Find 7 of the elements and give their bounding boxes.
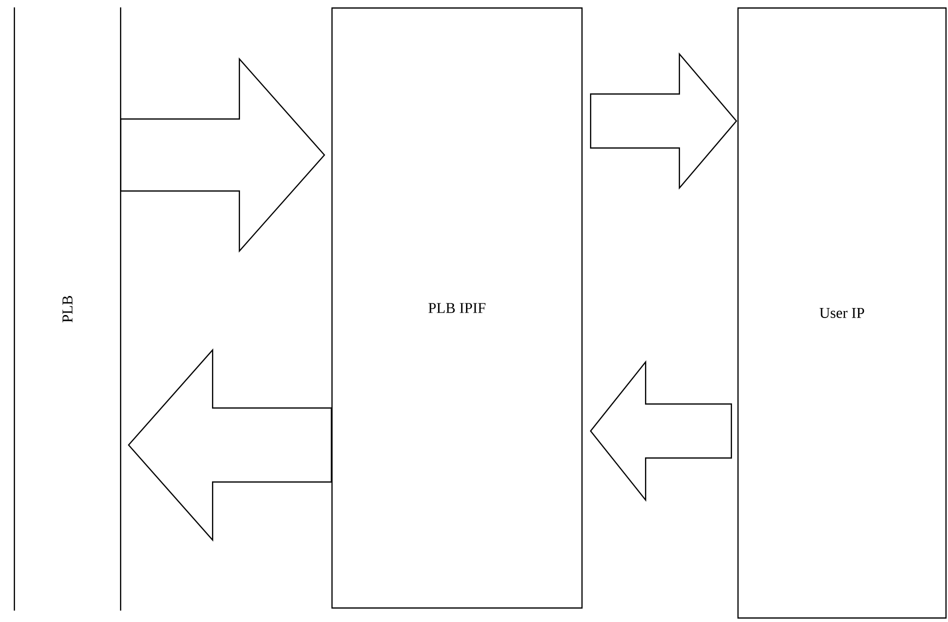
block-box: PLB IPIF: [331, 7, 583, 609]
bus-band: PLB: [14, 7, 122, 611]
block-arrow: [120, 57, 326, 253]
block-arrow: [128, 348, 332, 542]
block-box: User IP: [737, 7, 947, 619]
block-arrow: [590, 360, 732, 502]
block-arrow: [590, 52, 738, 190]
